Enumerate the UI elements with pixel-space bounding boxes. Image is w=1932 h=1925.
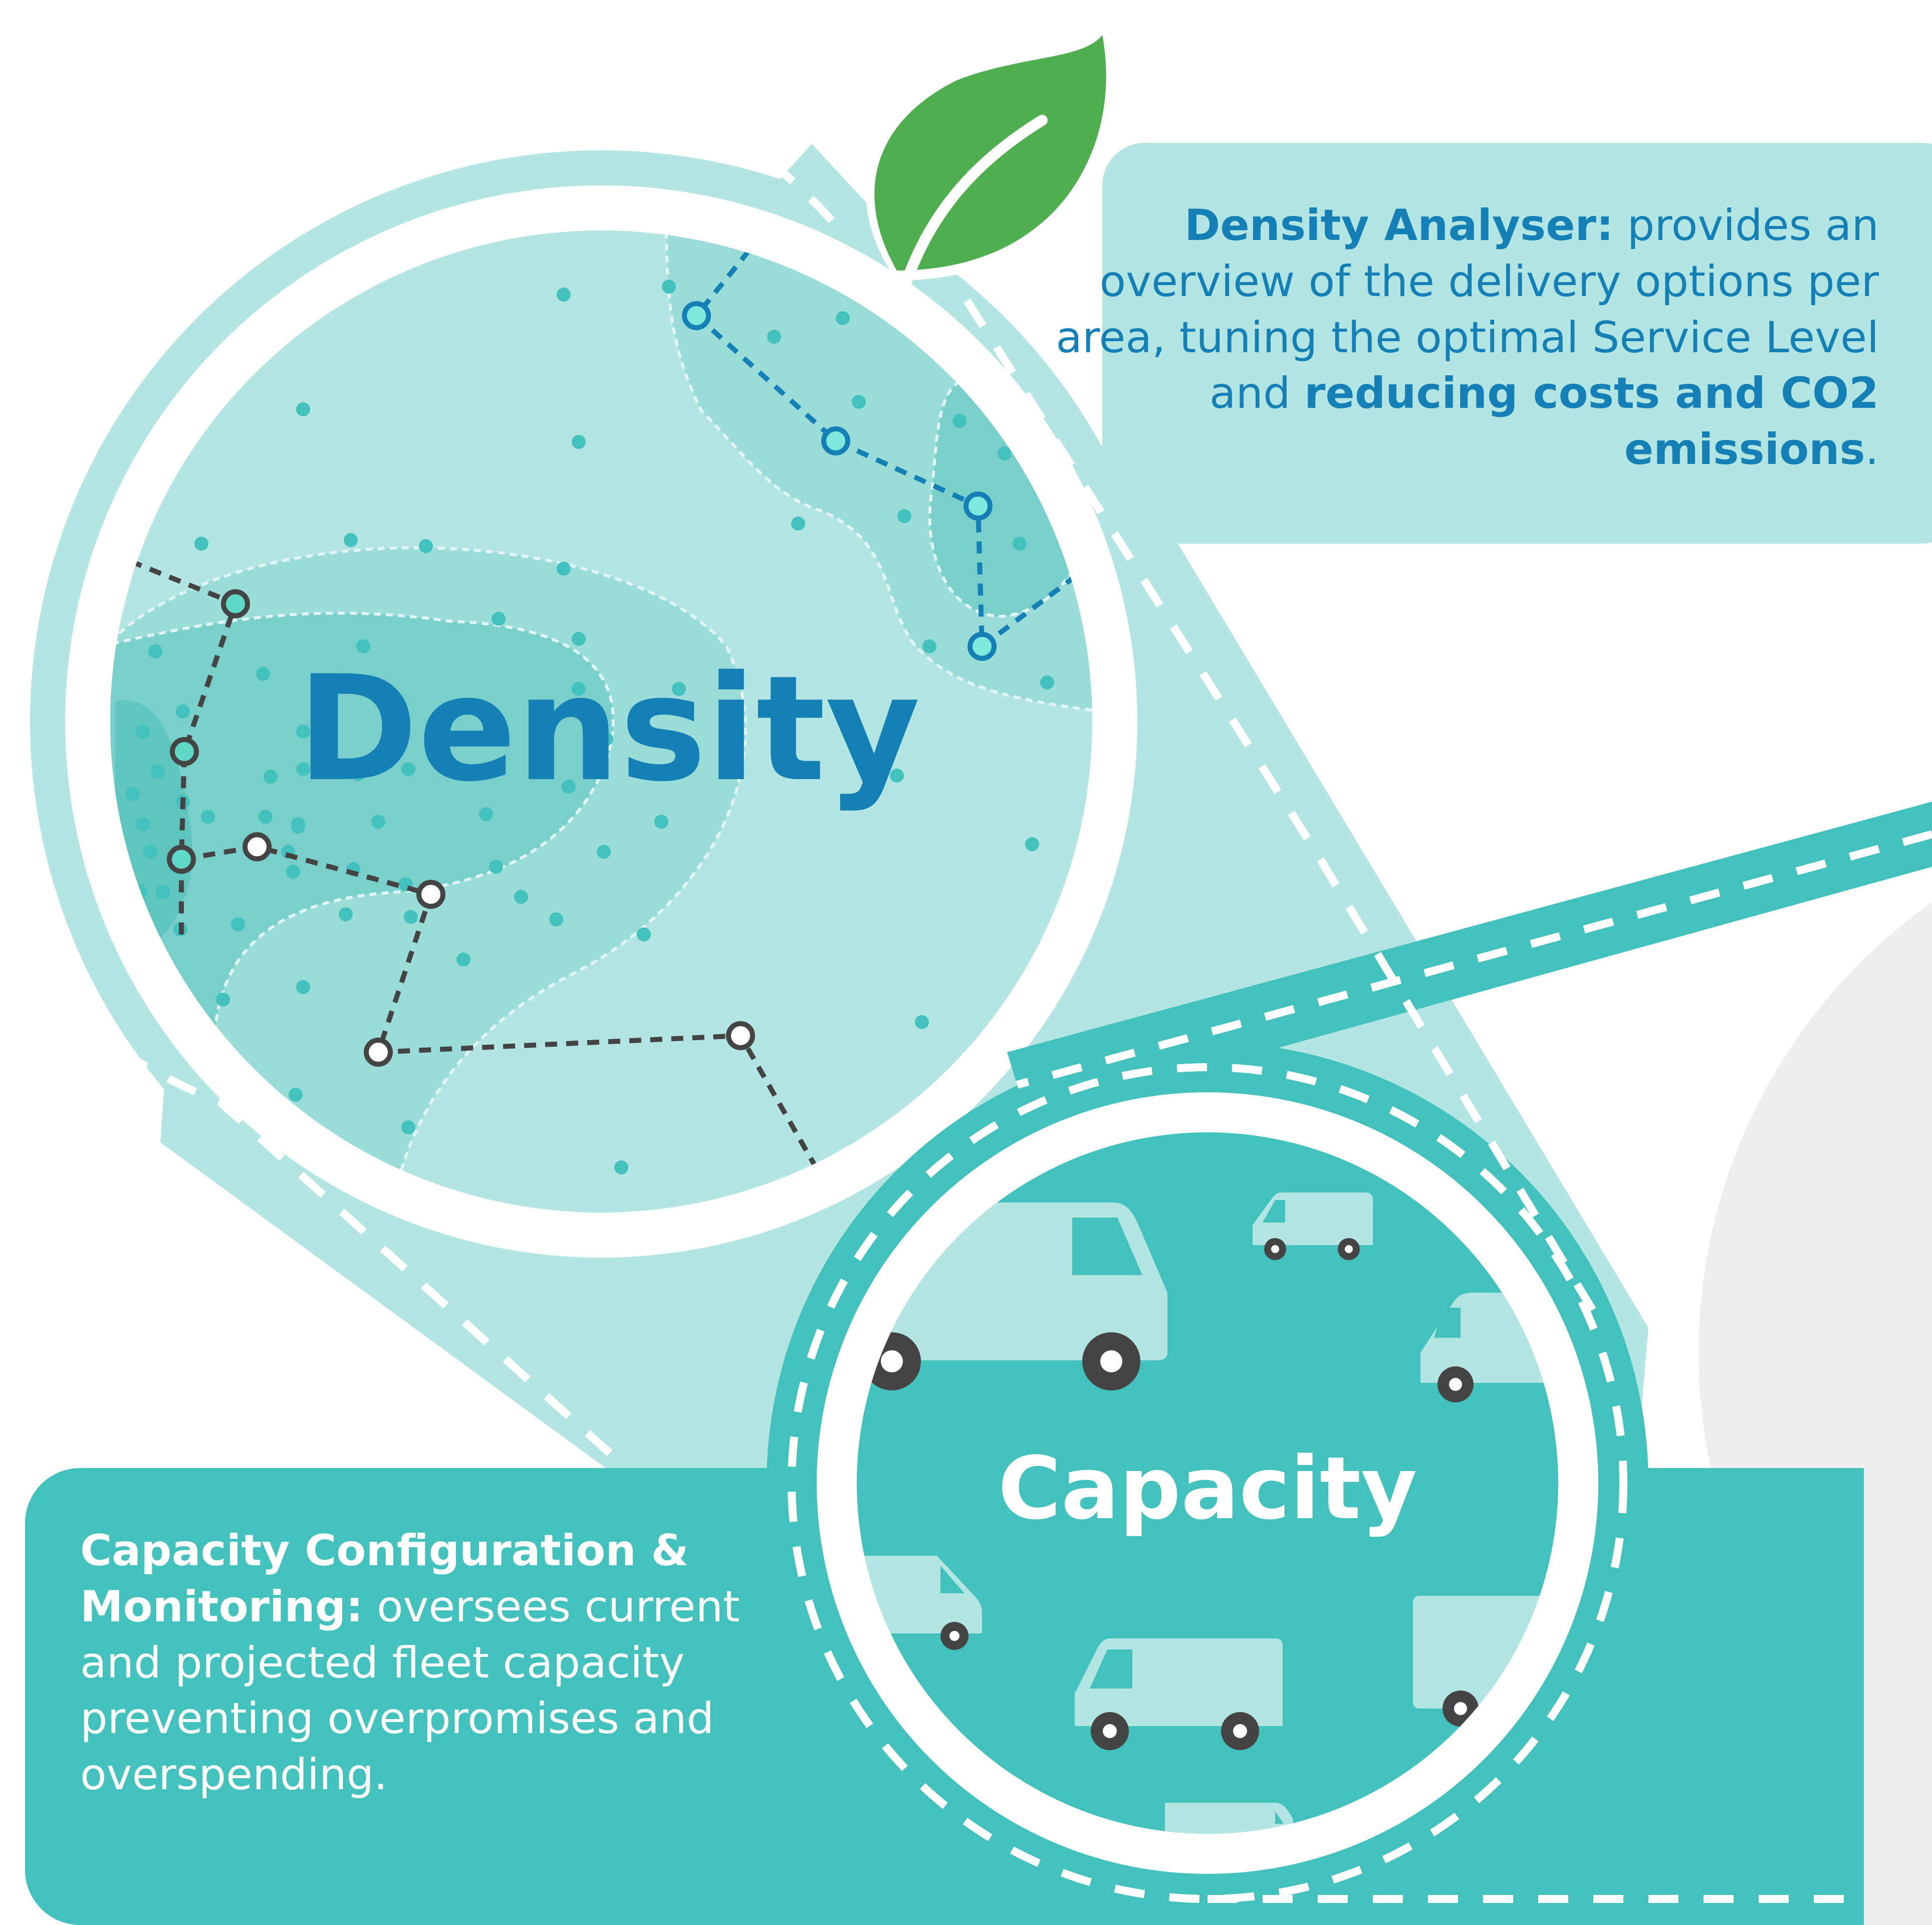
capacity-circle: Capacity: [857, 1132, 1558, 1834]
leaf-icon: [865, 15, 1121, 286]
density-description-body: provides an overview of the delivery opt…: [1056, 200, 1879, 419]
capacity-circle-title: Capacity: [998, 1438, 1417, 1539]
density-circle-title: Density: [297, 645, 920, 814]
density-circle: Density: [110, 230, 1092, 1213]
density-description: Density Analyser: provides an overview o…: [1027, 198, 1879, 478]
van-icon: [857, 1556, 982, 1650]
van-icon: [1165, 1803, 1298, 1834]
van-icon: [1253, 1192, 1373, 1260]
density-description-end: .: [1865, 424, 1879, 475]
density-description-highlight: reducing costs and CO2 emissions: [1304, 368, 1879, 475]
density-info-panel: [1102, 143, 1932, 544]
road-dashes: [0, 34, 1932, 1903]
capacity-info-panel: [25, 1468, 827, 1925]
density-description-heading: Density Analyser:: [1184, 200, 1614, 251]
van-icon: [1075, 1638, 1283, 1750]
capacity-description-heading: Capacity Configuration & Monitoring:: [80, 1526, 689, 1632]
capacity-description-body: oversees current and projected fleet cap…: [80, 1581, 740, 1800]
capacity-description: Capacity Configuration & Monitoring: ove…: [80, 1523, 782, 1803]
